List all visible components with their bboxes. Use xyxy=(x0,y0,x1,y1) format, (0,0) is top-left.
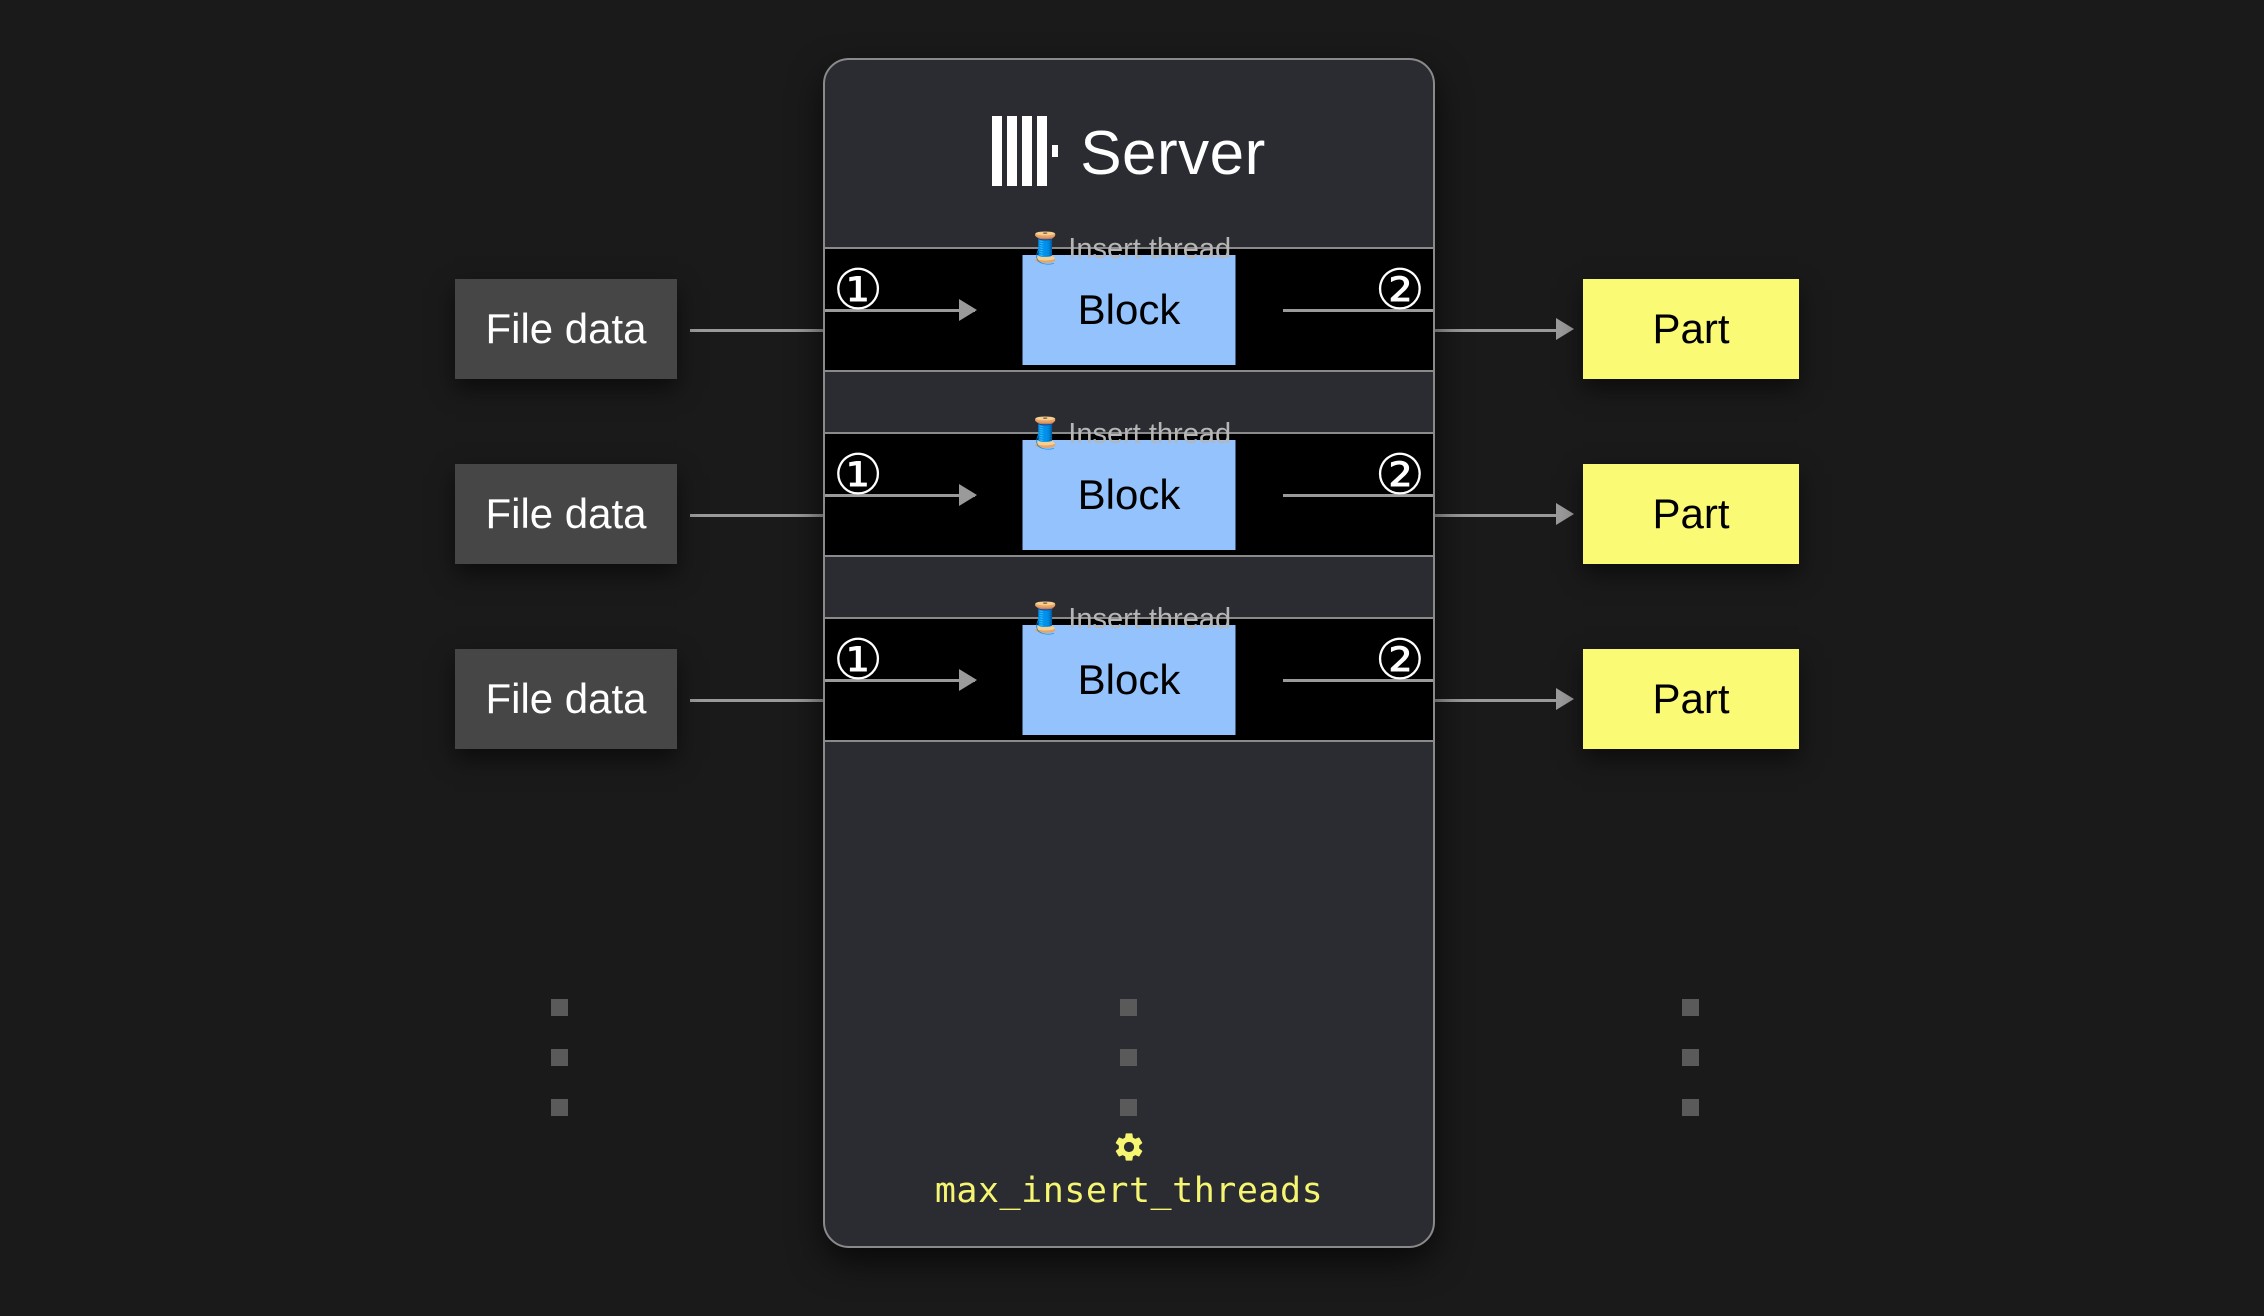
file-data-label: File data xyxy=(485,305,647,352)
thread-spool-icon: 🧵 xyxy=(1026,417,1065,450)
gear-icon xyxy=(1112,1130,1146,1168)
block-box-1: Block xyxy=(1022,254,1236,365)
insert-thread-text: Insert thread xyxy=(1068,417,1232,450)
arrowhead-to-block-3 xyxy=(959,668,977,691)
thread-spool-icon: 🧵 xyxy=(1026,602,1065,635)
server-header: Server xyxy=(825,60,1433,247)
block-label: Block xyxy=(1077,655,1181,703)
ellipsis-dot xyxy=(1682,1099,1699,1116)
thread-spool-icon: 🧵 xyxy=(1026,232,1065,265)
connector-file-to-server-1 xyxy=(690,329,825,332)
step-marker-out-3: ② xyxy=(1374,628,1425,693)
inbound-line-3 xyxy=(825,678,975,682)
step-marker-in-2: ① xyxy=(833,443,884,508)
arrowhead-to-part-2 xyxy=(1556,503,1574,525)
inbound-line-1 xyxy=(825,308,975,312)
file-data-box-1: File data xyxy=(455,279,677,379)
ellipsis-dot xyxy=(1120,1099,1137,1116)
arrowhead-to-block-2 xyxy=(959,483,977,506)
part-label: Part xyxy=(1652,305,1730,352)
outbound-line-1 xyxy=(1283,308,1433,312)
inbound-line-2 xyxy=(825,493,975,497)
step-marker-in-1: ① xyxy=(833,258,884,323)
connector-file-to-server-2 xyxy=(690,514,825,517)
clickhouse-logo-icon xyxy=(992,116,1059,191)
outbound-line-3 xyxy=(1283,678,1433,682)
connector-server-to-part-2 xyxy=(1433,514,1565,517)
arrowhead-to-block-1 xyxy=(959,298,977,321)
ellipsis-dot xyxy=(1120,1049,1137,1066)
block-box-3: Block xyxy=(1022,624,1236,735)
step-marker-in-3: ① xyxy=(833,628,884,693)
ellipsis-dot xyxy=(551,1049,568,1066)
insert-thread-text: Insert thread xyxy=(1068,602,1232,635)
ellipsis-dot xyxy=(551,1099,568,1116)
arrowhead-to-part-1 xyxy=(1556,318,1574,340)
block-box-2: Block xyxy=(1022,439,1236,550)
part-box-1: Part xyxy=(1583,279,1799,379)
part-box-2: Part xyxy=(1583,464,1799,564)
file-data-box-2: File data xyxy=(455,464,677,564)
setting-name: max_insert_threads xyxy=(934,1170,1324,1211)
step-marker-out-2: ② xyxy=(1374,443,1425,508)
ellipsis-input-column xyxy=(551,999,568,1116)
block-label: Block xyxy=(1077,285,1181,333)
step-marker-out-1: ② xyxy=(1374,258,1425,323)
insert-thread-label-2: 🧵 Insert thread xyxy=(1025,419,1233,449)
arrowhead-to-part-3 xyxy=(1556,688,1574,710)
block-label: Block xyxy=(1077,470,1181,518)
insert-thread-section-2: ① ② Block 🧵 Insert thread xyxy=(825,419,1433,557)
insert-thread-section-3: ① ② Block 🧵 Insert thread xyxy=(825,604,1433,742)
file-data-label: File data xyxy=(485,490,647,537)
ellipsis-dot xyxy=(551,999,568,1016)
file-data-box-3: File data xyxy=(455,649,677,749)
part-label: Part xyxy=(1652,675,1730,722)
file-data-label: File data xyxy=(485,675,647,722)
connector-file-to-server-3 xyxy=(690,699,825,702)
ellipsis-output-column xyxy=(1682,999,1699,1116)
outbound-line-2 xyxy=(1283,493,1433,497)
part-label: Part xyxy=(1652,490,1730,537)
ellipsis-dot xyxy=(1120,999,1137,1016)
part-box-3: Part xyxy=(1583,649,1799,749)
server-title: Server xyxy=(1080,118,1266,188)
insert-thread-label-3: 🧵 Insert thread xyxy=(1025,604,1233,634)
connector-server-to-part-1 xyxy=(1433,329,1565,332)
insert-thread-text: Insert thread xyxy=(1068,232,1232,265)
connector-server-to-part-3 xyxy=(1433,699,1565,702)
ellipsis-server-column xyxy=(1120,999,1137,1116)
server-card: Server ① ② Block 🧵 Insert thread ① ② xyxy=(823,58,1435,1248)
ellipsis-dot xyxy=(1682,1049,1699,1066)
insert-thread-section-1: ① ② Block 🧵 Insert thread xyxy=(825,234,1433,372)
insert-thread-label-1: 🧵 Insert thread xyxy=(1025,234,1233,264)
ellipsis-dot xyxy=(1682,999,1699,1016)
setting-footer: max_insert_threads xyxy=(825,1130,1433,1211)
